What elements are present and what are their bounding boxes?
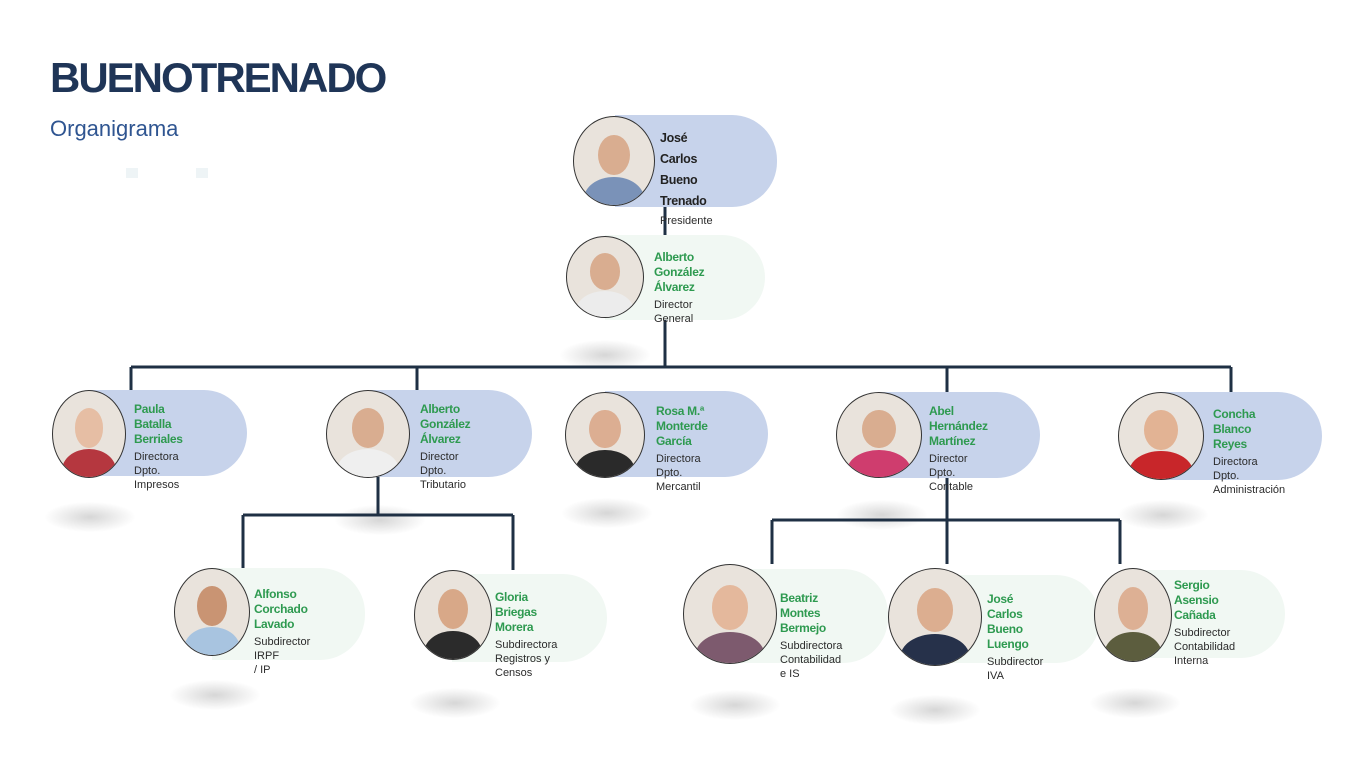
person-name: Paula Batalla Berriales xyxy=(134,402,183,446)
node-text: Alberto González Álvarez Director Genera… xyxy=(654,250,705,326)
decor-square xyxy=(196,168,208,178)
person-role: Directora Dpto. Impresos xyxy=(134,451,180,491)
person-name: Bueno Trenado xyxy=(660,173,707,208)
shadow xyxy=(1118,500,1208,530)
company-title: BUENOTRENADO xyxy=(50,54,387,101)
person-name: Alberto González Álvarez xyxy=(420,402,471,446)
person-name: Concha Blanco Reyes xyxy=(1213,407,1256,451)
person-role: Subdirector IRPF / IP xyxy=(254,636,311,676)
person-role: Subdirectora Contabilidad e IS xyxy=(780,640,843,680)
shadow xyxy=(45,502,135,532)
person-photo xyxy=(836,392,922,478)
shadow xyxy=(690,690,780,720)
person-photo xyxy=(683,564,777,664)
shadow xyxy=(562,498,652,528)
person-photo xyxy=(1094,568,1172,662)
node-text: Abel Hernández Martínez Director Dpto. C… xyxy=(929,404,988,494)
person-name: Abel Hernández Martínez xyxy=(929,404,988,448)
node-text: Gloria Briegas Morera Subdirectora Regis… xyxy=(495,590,557,680)
person-role: Presidente xyxy=(660,215,713,227)
shadow xyxy=(560,340,650,370)
person-role: Subdirector Contabilidad Interna xyxy=(1174,627,1236,667)
node-text: Beatriz Montes Bermejo Subdirectora Cont… xyxy=(780,591,842,681)
person-photo xyxy=(174,568,250,656)
shadow xyxy=(410,688,500,718)
person-name: Sergio Asensio Cañada xyxy=(1174,578,1219,622)
decor-square xyxy=(126,168,138,178)
person-role: Director General xyxy=(654,299,694,325)
person-role: Subdirector IVA xyxy=(987,656,1044,682)
person-name: Gloria Briegas Morera xyxy=(495,590,537,634)
node-text: Alfonso Corchado Lavado Subdirector IRPF… xyxy=(254,587,310,677)
person-photo xyxy=(573,116,655,206)
person-name: Alberto González Álvarez xyxy=(654,250,705,294)
person-name: José Carlos Bueno Luengo xyxy=(987,592,1029,651)
person-role: Directora Dpto. Mercantil xyxy=(656,453,701,493)
node-text: Sergio Asensio Cañada Subdirector Contab… xyxy=(1174,578,1235,668)
person-role: Directora Dpto. Administración xyxy=(1213,456,1286,496)
shadow xyxy=(837,500,927,530)
person-photo xyxy=(888,568,982,666)
node-text: José Carlos Bueno Trenado Presidente xyxy=(660,128,713,228)
node-text: Alberto González Álvarez Director Dpto. … xyxy=(420,402,471,492)
person-role: Director Dpto. Tributario xyxy=(420,451,467,491)
person-name: Beatriz Montes Bermejo xyxy=(780,591,826,635)
node-text: Paula Batalla Berriales Directora Dpto. … xyxy=(134,402,183,492)
person-role: Subdirectora Registros y Censos xyxy=(495,639,558,679)
node-text: José Carlos Bueno Luengo Subdirector IVA xyxy=(987,592,1043,683)
person-name: Rosa M.ª Monterde García xyxy=(656,404,708,448)
person-photo xyxy=(326,390,410,478)
person-photo xyxy=(52,390,126,478)
person-role: Director Dpto. Contable xyxy=(929,453,974,493)
node-text: Rosa M.ª Monterde García Directora Dpto.… xyxy=(656,404,708,494)
person-photo xyxy=(414,570,492,660)
person-photo xyxy=(565,392,645,478)
shadow xyxy=(170,680,260,710)
page-subtitle: Organigrama xyxy=(50,116,179,141)
shadow xyxy=(1090,688,1180,718)
person-photo xyxy=(1118,392,1204,480)
shadow xyxy=(890,695,980,725)
person-name: Alfonso Corchado Lavado xyxy=(254,587,308,631)
person-photo xyxy=(566,236,644,318)
node-text: Concha Blanco Reyes Directora Dpto. Admi… xyxy=(1213,407,1285,497)
shadow xyxy=(335,505,425,535)
person-name: José Carlos xyxy=(660,131,698,166)
